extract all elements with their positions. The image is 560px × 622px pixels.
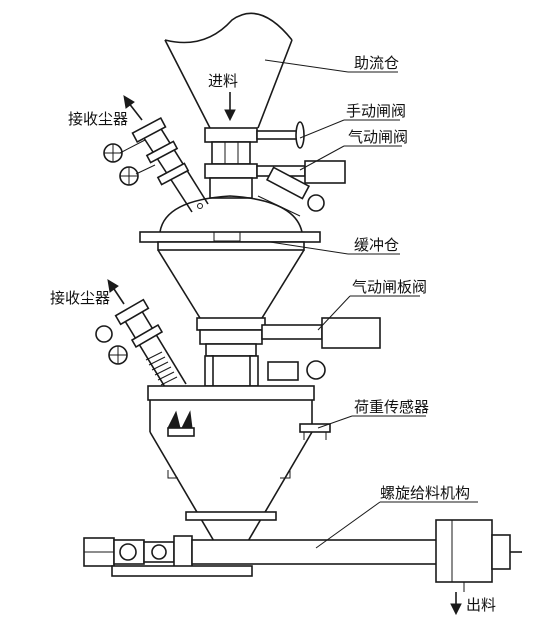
dust-arrow-lower xyxy=(107,279,125,305)
label-manual-gate-valve: 手动闸阀 xyxy=(346,102,406,120)
label-pneumatic-gate-valve: 气动闸阀 xyxy=(348,128,408,146)
pneumatic-slide-valve xyxy=(196,317,381,357)
label-flow-aid-bin: 助流仓 xyxy=(354,54,399,72)
dust-collector-lower xyxy=(95,298,187,393)
weigh-bin-inlet xyxy=(204,355,326,387)
weighing-hopper xyxy=(147,385,331,549)
label-dust-collector-lower: 接收尘器 xyxy=(50,289,110,307)
discharge-arrow xyxy=(450,592,462,616)
label-pneumatic-slide-valve: 气动闸板阀 xyxy=(352,278,427,296)
manual-gate-valve xyxy=(204,121,305,165)
dust-arrow-upper xyxy=(123,95,143,121)
label-screw-feeder: 螺旋给料机构 xyxy=(380,484,470,502)
label-load-cell: 荷重传感器 xyxy=(354,398,429,416)
label-discharge: 出料 xyxy=(466,596,496,614)
label-buffer-bin: 缓冲仓 xyxy=(354,236,399,254)
dust-collector-upper xyxy=(103,116,209,213)
feed-arrow xyxy=(224,92,236,122)
screw-feeder xyxy=(83,519,522,592)
leader-lines xyxy=(264,59,478,549)
label-dust-collector-upper: 接收尘器 xyxy=(68,110,128,128)
buffer-bin xyxy=(139,195,321,319)
label-feed-in: 进料 xyxy=(208,72,238,90)
buffer-side-valve xyxy=(257,166,325,217)
dust-collector-lower-hatch xyxy=(145,351,178,386)
flow-aid-bin xyxy=(164,12,293,129)
